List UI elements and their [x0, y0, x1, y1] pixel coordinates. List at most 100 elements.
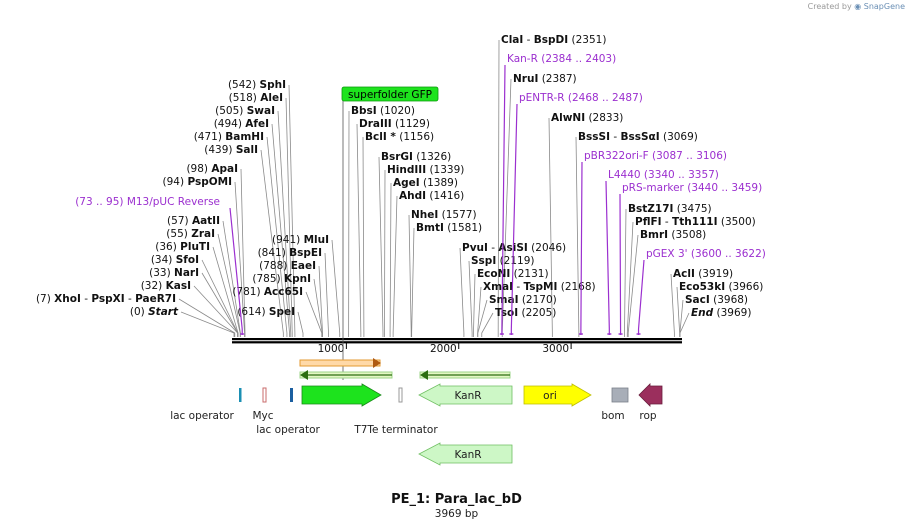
snapgene-logo-icon: ◉ [854, 2, 862, 11]
cut-site-label-ZraI: (55) ZraI [166, 228, 215, 240]
cut-site-label-BspEI: (841) BspEI [258, 247, 322, 259]
cut-site-line-TsoI [481, 312, 494, 337]
orf-reverse-arrow-icon [300, 370, 308, 380]
cut-site-line-SspI [468, 260, 473, 337]
cut-site-label-AatII: (57) AatII [167, 215, 220, 227]
cut-site-label-KpnI: (785) KpnI [252, 273, 311, 285]
cut-site-line-BsrGI [378, 156, 384, 337]
map-title: PE_1: Para_lac_bD [391, 492, 522, 507]
cut-site-line-SwaI [277, 110, 292, 337]
cut-site-line-AfeI [271, 123, 290, 337]
cut-site-label-EaeI: (788) EaeI [259, 260, 316, 272]
feature-myc [262, 387, 267, 403]
cut-site-line-AgeI [389, 182, 392, 337]
cut-site-label-AfeI: (494) AfeI [214, 118, 269, 130]
cut-site-line-BssSI [575, 136, 580, 337]
primer-label-M13pUCReverse: (73 .. 95) M13/pUC Reverse [75, 196, 220, 208]
cut-site-label-PspOMI: (94) PspOMI [163, 176, 232, 188]
primer-label-pENTRR: pENTR-R (2468 .. 2487) [519, 92, 643, 104]
cut-site-label-DraIII: DraIII (1129) [359, 118, 430, 130]
primer-label-pGEX3: pGEX 3' (3600 .. 3622) [646, 248, 766, 260]
cut-site-label-XmaI: XmaI - TspMI (2168) [483, 281, 596, 293]
cut-site-line-BmrI [627, 234, 639, 337]
cut-site-line-SpeI [297, 311, 304, 337]
cut-site-line-AhdI [392, 195, 398, 337]
cut-site-line-BmtI [411, 227, 415, 337]
cut-site-line-AclI [670, 273, 675, 337]
cut-site-label-SpeI: (614) SpeI [237, 306, 295, 318]
feature-label-myc: Myc [252, 410, 273, 422]
map-length: 3969 bp [434, 508, 479, 520]
cut-site-label-AlwNI: AlwNI (2833) [551, 112, 623, 124]
cut-site-label-BmtI: BmtI (1581) [416, 222, 482, 234]
cut-site-line-BclI [362, 136, 365, 337]
cut-site-label-BstZ17I: BstZ17I (3475) [628, 203, 712, 215]
watermark-brand: SnapGene [863, 2, 905, 11]
cut-site-line-XhoI [178, 298, 236, 337]
cut-site-label-NruI: NruI (2387) [513, 73, 577, 85]
watermark-prefix: Created by [807, 2, 852, 11]
cut-site-line-PflFI [626, 221, 634, 337]
cut-site-label-PluTI: (36) PluTI [155, 241, 210, 253]
orf-forward-bar [299, 359, 381, 367]
cut-site-line-SmaI [477, 299, 488, 337]
cut-site-line-SphI [288, 84, 296, 337]
cut-site-label-HindIII: HindIII (1339) [387, 164, 464, 176]
primer-line [229, 207, 243, 335]
feature-label-t7te-terminator: T7Te terminator [353, 424, 438, 436]
cut-site-label-AclI: AclI (3919) [673, 268, 733, 280]
primer-line [510, 103, 518, 335]
feature-lac-operator-2 [290, 388, 293, 402]
primer-lines [229, 64, 645, 335]
cut-site-label-BsrGI: BsrGI (1326) [381, 151, 451, 163]
cut-site-label-SwaI: (505) SwaI [215, 105, 275, 117]
orf-forward-arrow-icon [373, 358, 381, 368]
cut-site-line-DraIII [356, 123, 362, 337]
primer-line [580, 161, 583, 335]
cut-site-label-AleI: (518) AleI [229, 92, 283, 104]
backbone-bottom-strand [232, 341, 682, 344]
cut-site-label-MluI: (941) MluI [272, 234, 329, 246]
feature-superfolder-gfp-arrow [301, 383, 382, 407]
feature-label-bom: bom [601, 410, 624, 422]
cut-site-label-BmrI: BmrI (3508) [640, 229, 706, 241]
cut-site-line-BamHI [266, 136, 288, 337]
primer-label-pBR322oriF: pBR322ori-F (3087 .. 3106) [584, 150, 727, 162]
feature-label-lac-operator-1: lac operator [170, 410, 234, 422]
cut-site-label-SacI: SacI (3968) [685, 294, 748, 306]
cut-site-label-AgeI: AgeI (1389) [393, 177, 458, 189]
cut-site-label-ClaI: ClaI - BspDI (2351) [501, 34, 606, 46]
primer-line [605, 180, 610, 335]
ruler-label: 3000 [542, 343, 569, 355]
cut-site-line-PluTI [212, 246, 239, 337]
cut-site-line-NheI [408, 214, 412, 337]
primer-label-pRSmarker: pRS-marker (3440 .. 3459) [622, 182, 762, 194]
cut-site-label-NarI: (33) NarI [149, 267, 199, 279]
cut-site-label-BamHI: (471) BamHI [194, 131, 264, 143]
feature-ori-arrow [523, 383, 592, 407]
feature-label-ori: ori [543, 390, 557, 402]
feature-label-kanr: KanR [454, 390, 481, 402]
cut-site-label-ApaI: (98) ApaI [186, 163, 238, 175]
cut-site-label-End: End (3969) [691, 307, 751, 319]
cut-site-label-SmaI: SmaI (2170) [489, 294, 557, 306]
primer-label-L4440: L4440 (3340 .. 3357) [608, 169, 719, 181]
feature-bom [611, 387, 629, 403]
cut-site-line-SalI [260, 149, 284, 337]
cut-site-line-HindIII [384, 169, 386, 337]
feature-rop-arrow [638, 383, 663, 407]
cut-site-line-MluI [331, 239, 341, 337]
feature-kanr-arrow-2 [418, 442, 513, 466]
ruler-label: 1000 [318, 343, 345, 355]
feature-label-rop: rop [639, 410, 657, 422]
cut-site-lines [178, 39, 690, 337]
cut-site-line-End [679, 312, 690, 337]
cut-site-line-AlwNI [548, 117, 553, 337]
cut-site-label-BssSI: BssSI - BssSαI (3069) [578, 131, 698, 143]
cut-site-label-Acc65I: (781) Acc65I [232, 286, 303, 298]
cut-site-label-SfoI: (34) SfoI [151, 254, 199, 266]
cut-site-label-KasI: (32) KasI [141, 280, 191, 292]
